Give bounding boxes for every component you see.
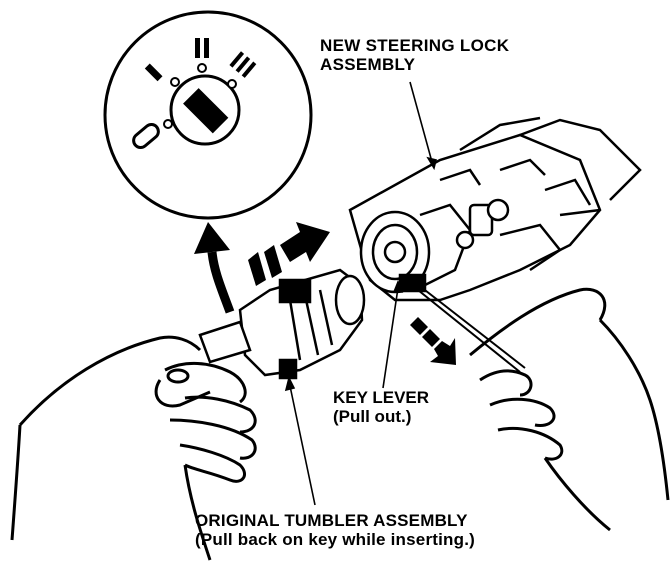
pull-out-arrow xyxy=(410,317,456,365)
key-lever-label-line1: KEY LEVER xyxy=(333,388,430,407)
tumbler-label-line2: (Pull back on key while inserting.) xyxy=(195,530,476,550)
up-arrow-to-dial xyxy=(194,222,235,314)
tumbler-assembly xyxy=(198,268,366,380)
leader-tumbler xyxy=(289,385,316,506)
dial-position-III-mark xyxy=(227,51,257,89)
dial-position-II-mark xyxy=(195,38,209,73)
leader-steering-lock xyxy=(409,81,433,163)
right-hand xyxy=(469,287,670,532)
insert-direction-arrow xyxy=(248,222,330,286)
steering-lock-housing xyxy=(348,116,642,302)
ignition-dial-detail xyxy=(103,10,313,220)
tumbler-label-line1: ORIGINAL TUMBLER ASSEMBLY xyxy=(195,511,468,530)
tumbler-label: ORIGINAL TUMBLER ASSEMBLY (Pull back on … xyxy=(195,511,475,549)
dial-key-slot xyxy=(183,88,229,134)
key-lever-label: KEY LEVER (Pull out.) xyxy=(333,388,429,426)
left-hand xyxy=(10,335,257,561)
steering-lock-label: NEW STEERING LOCK ASSEMBLY xyxy=(320,36,509,74)
key-lever-label-line2: (Pull out.) xyxy=(333,407,412,427)
dial-position-I-mark xyxy=(144,63,180,87)
leader-lines xyxy=(284,81,437,506)
steering-lock-label-line2: ASSEMBLY xyxy=(320,55,416,75)
steering-lock-label-line1: NEW STEERING LOCK xyxy=(320,36,510,55)
pick-tool xyxy=(407,279,526,373)
leader-key-lever xyxy=(382,287,399,389)
dial-position-0-mark xyxy=(132,119,173,149)
